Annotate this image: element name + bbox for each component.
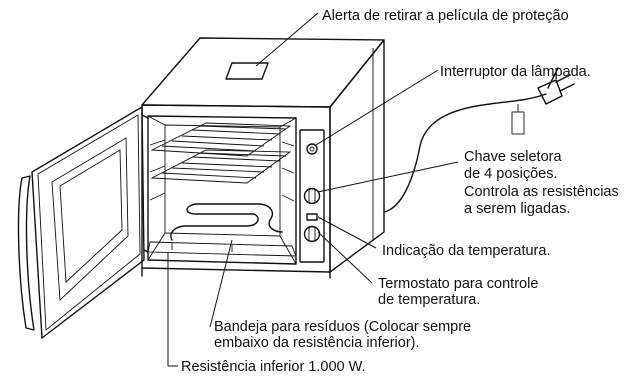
thermostat-knob[interactable] [303,225,321,243]
power-plug [511,67,575,135]
oven-cavity [147,115,297,265]
label-thermostat-line2: de temperatura. [378,292,480,308]
label-selector-line4: a serem ligadas. [464,201,570,217]
power-cord [383,93,547,213]
temperature-indicator-light [306,213,318,221]
callout-labels: Alerta de retirar a película de proteção… [181,8,619,375]
selector-knob[interactable] [303,187,321,205]
label-lamp-switch: Interruptor da lâmpada. [440,64,591,80]
oven-body [141,37,385,279]
lamp-switch[interactable] [306,143,318,155]
waste-tray [147,241,297,257]
door-handle [17,175,35,331]
label-selector-line1: Chave seletora [464,149,562,165]
lower-heating-element [170,203,283,241]
label-film-alert: Alerta de retirar a película de proteção [322,8,569,24]
wire-rack [150,149,292,184]
wire-rack [150,122,292,157]
leader-lines [167,12,459,367]
label-temperature-indicator: Indicação da temperatura. [382,243,550,259]
label-thermostat-line1: Termostato para controle [378,276,538,292]
label-selector-line3: Controla as resistências [464,184,619,200]
label-lower-element: Resistência inferior 1.000 W. [181,359,366,375]
label-tray-line2: embaixo da resistência inferior). [214,335,420,351]
label-tray-line1: Bandeja para resíduos (Colocar sempre [214,319,471,335]
protective-film-sticker [225,62,269,80]
label-selector-line2: de 4 posições. [464,166,558,182]
oven-door [31,106,149,339]
